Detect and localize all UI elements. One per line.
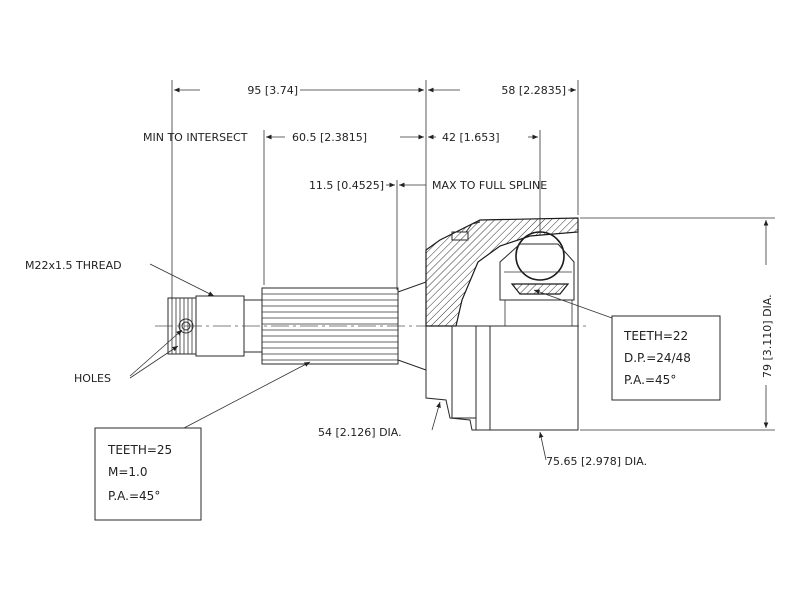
outer-housing: [425, 217, 579, 431]
spec-box-outer: [94, 427, 202, 521]
dim-spline-length: 42 [1.653]: [442, 131, 500, 144]
spec-outer-module: M=1.0: [108, 465, 148, 479]
dimension-lines: [174, 87, 769, 428]
extension-lines: [171, 80, 775, 431]
splined-shaft: [261, 281, 427, 371]
spec-inner-pressure-angle: P.A.=45°: [624, 373, 676, 387]
dim-overall-length: 95 [3.74]: [247, 84, 298, 97]
label-holes: HOLES: [74, 372, 111, 385]
spec-inner-teeth: TEETH=22: [623, 329, 688, 343]
label-min-to-intersect: MIN TO INTERSECT: [143, 131, 248, 144]
label-max-to-full-spline: MAX TO FULL SPLINE: [432, 179, 547, 192]
inner-race: [499, 231, 578, 327]
spec-outer-pressure-angle: P.A.=45°: [108, 489, 160, 503]
dim-max-to-full-spline: 11.5 [0.4525]: [309, 179, 384, 192]
spec-inner-dp: D.P.=24/48: [624, 351, 691, 365]
spec-box-inner: [611, 315, 721, 401]
label-thread: M22x1.5 THREAD: [25, 259, 122, 272]
dim-seal-dia: 54 [2.126] DIA.: [318, 426, 402, 439]
dim-min-to-intersect: 60.5 [2.3815]: [292, 131, 367, 144]
spec-outer-teeth: TEETH=25: [107, 443, 172, 457]
dim-housing-dia: 75.65 [2.978] DIA.: [546, 455, 647, 468]
dim-boot-length: 58 [2.2835]: [501, 84, 566, 97]
dim-outer-dia: 79 [3.110] DIA.: [761, 294, 774, 378]
leaders: [129, 263, 613, 461]
